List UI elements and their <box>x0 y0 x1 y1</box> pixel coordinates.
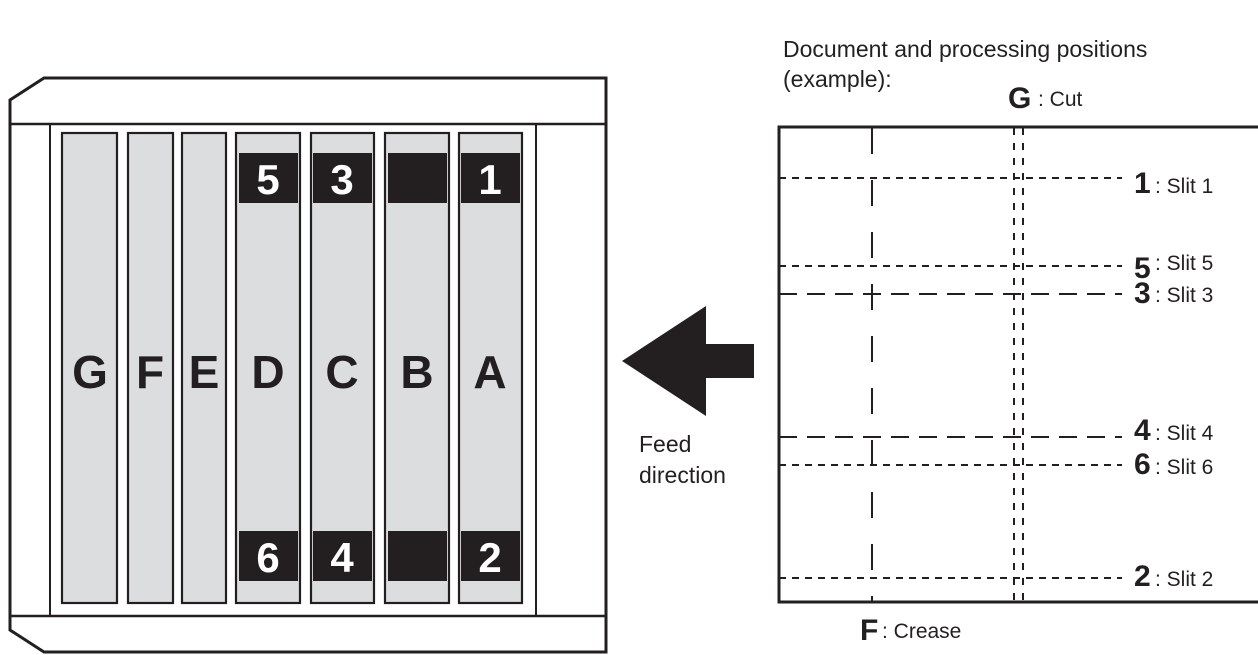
slot-e <box>180 131 228 605</box>
station-label-f: F <box>136 346 164 398</box>
station-label-e: E <box>189 346 220 398</box>
slit-4-key: 4 <box>1134 414 1151 447</box>
block-label-top-a: 1 <box>478 156 501 203</box>
machine-inner-frame <box>8 122 608 618</box>
document-sheet <box>777 125 1258 604</box>
station-label-a: A <box>473 346 506 398</box>
block-label-bottom-d: 6 <box>256 534 279 581</box>
block-bottom-c <box>313 531 372 581</box>
block-label-bottom-c: 4 <box>330 534 354 581</box>
document-diagram: Document and processing positions (examp… <box>777 36 1258 647</box>
station-label-b: B <box>400 346 433 398</box>
block-label-top-d: 5 <box>256 156 279 203</box>
slot-g <box>60 131 119 605</box>
station-label-g: G <box>72 346 108 398</box>
machine: 5 3 1 6 4 2 G F E D C B A <box>8 76 608 654</box>
slit-5-key: 5 <box>1134 252 1151 285</box>
feed-arrow-icon <box>622 306 754 416</box>
feed-label-line1: Feed <box>639 431 691 457</box>
slot-a <box>457 131 524 605</box>
slit-2-key: 2 <box>1134 560 1151 593</box>
block-top-a <box>461 153 520 203</box>
station-label-d: D <box>251 346 284 398</box>
slot-d <box>234 131 302 605</box>
slit-4-text: : Slit 4 <box>1155 422 1214 445</box>
slit-1-key: 1 <box>1134 167 1151 200</box>
crease-text: : Crease <box>882 620 961 643</box>
block-top-d <box>239 153 298 203</box>
block-bottom-b <box>388 531 447 581</box>
heading-line2: (example): <box>783 66 892 92</box>
station-label-c: C <box>325 346 358 398</box>
slit-5-text: : Slit 5 <box>1155 252 1213 275</box>
slit-2-text: : Slit 2 <box>1155 568 1213 591</box>
slit-1-text: : Slit 1 <box>1155 175 1213 198</box>
block-bottom-d <box>239 531 298 581</box>
slit-6-key: 6 <box>1134 448 1151 481</box>
slot-f <box>126 131 175 605</box>
slit-6-text: : Slit 6 <box>1155 456 1213 479</box>
cut-text: : Cut <box>1038 88 1083 111</box>
slot-b <box>383 131 451 605</box>
cut-key: G <box>1008 82 1031 115</box>
feed-indicator: Feed direction <box>622 306 754 488</box>
slit-3-key: 3 <box>1134 277 1151 310</box>
block-top-b <box>388 153 447 203</box>
heading-line1: Document and processing positions <box>783 36 1147 62</box>
block-top-c <box>313 153 372 203</box>
slot-c <box>309 131 376 605</box>
slit-3-text: : Slit 3 <box>1155 284 1213 307</box>
block-label-top-c: 3 <box>330 156 353 203</box>
feed-label-line2: direction <box>639 462 726 488</box>
crease-key: F <box>860 614 878 647</box>
block-label-bottom-a: 2 <box>478 534 501 581</box>
block-bottom-a <box>461 531 520 581</box>
